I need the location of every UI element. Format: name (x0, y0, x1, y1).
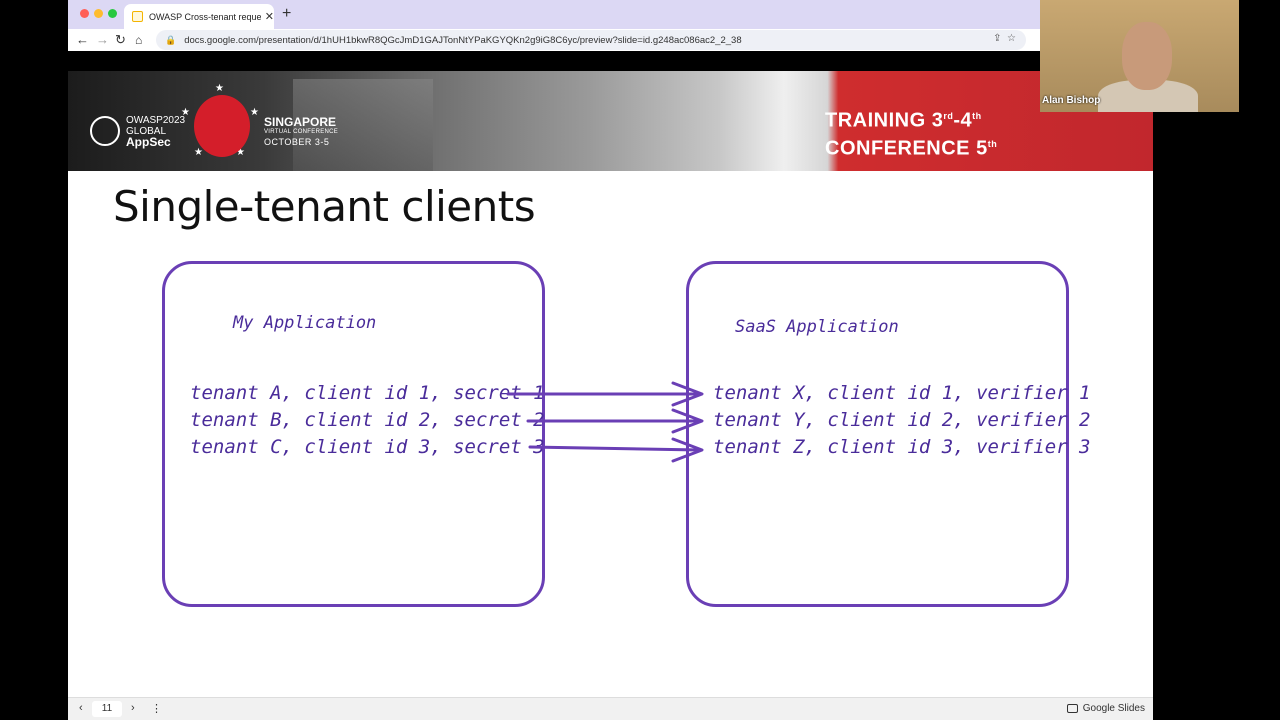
slides-favicon-icon (132, 11, 143, 22)
page-number-box[interactable]: 11 (92, 701, 122, 717)
zoom-window-button[interactable] (108, 9, 117, 18)
left-row: tenant A, client id 1, secret 1 (190, 382, 545, 404)
city-name: SINGAPORE (264, 115, 337, 129)
training-prefix: TRAINING 3 (825, 109, 944, 132)
arrow-line (528, 445, 702, 452)
star-icon: ★ (215, 83, 224, 94)
connection-arrows (506, 381, 704, 463)
speaker-head (1122, 22, 1172, 90)
back-icon[interactable]: ← (76, 32, 89, 47)
more-options-icon[interactable]: ⋮ (151, 703, 162, 715)
reload-icon[interactable]: ↻ (115, 32, 126, 47)
tab-owasp[interactable]: OWASP Cross-tenant request ✕ (124, 4, 274, 29)
left-row: tenant C, client id 3, secret 3 (190, 436, 545, 458)
slide: OWASP2023 GLOBAL AppSec ★ ★ ★ ★ ★ SINGAP… (68, 71, 1153, 680)
url-input[interactable]: 🔒 docs.google.com/presentation/d/1hUH1bk… (156, 30, 1026, 50)
star-icon: ★ (236, 147, 245, 158)
training-sup1: rd (943, 111, 954, 121)
browser-window: OWASP Cross-tenant request ✕ + ← → ↻ ⌂ 🔒… (68, 0, 1153, 720)
close-window-button[interactable] (80, 9, 89, 18)
conference-banner: OWASP2023 GLOBAL AppSec ★ ★ ★ ★ ★ SINGAP… (68, 71, 1153, 171)
right-row: tenant Z, client id 3, verifier 3 (713, 436, 1091, 458)
slide-title: Single-tenant clients (113, 182, 536, 231)
viewer-top-band (68, 51, 1153, 71)
virtual-conference: VIRTUAL CONFERENCE (264, 129, 339, 135)
minimize-window-button[interactable] (94, 9, 103, 18)
google-slides-label: Google Slides (1082, 703, 1145, 714)
star-icon: ★ (181, 107, 190, 118)
tab-bar: OWASP Cross-tenant request ✕ + (68, 0, 1153, 29)
city-skyline-image (293, 79, 433, 171)
saas-application-box (686, 261, 1069, 607)
saas-application-label: SaaS Application (735, 317, 899, 337)
google-slides-link[interactable]: Google Slides (1066, 703, 1145, 714)
owasp-logo-text: OWASP2023 GLOBAL AppSec (126, 115, 185, 148)
slides-toolbar: ‹ 11 › ⋮ Google Slides (68, 697, 1153, 720)
merlion-logo-icon (194, 95, 250, 157)
arrow-head (671, 381, 704, 407)
close-tab-icon[interactable]: ✕ (264, 11, 274, 23)
singapore-text-block: SINGAPORE VIRTUAL CONFERENCE OCTOBER 3-5 (264, 115, 338, 147)
global-text: GLOBAL (126, 126, 167, 137)
previous-slide-icon[interactable]: ‹ (79, 702, 83, 714)
next-slide-icon[interactable]: › (131, 702, 135, 714)
training-sup2: th (972, 111, 982, 121)
new-tab-icon[interactable]: + (282, 5, 292, 22)
owasp-logo-icon (90, 116, 120, 146)
arrow-head (671, 437, 704, 463)
star-icon: ★ (194, 147, 203, 158)
home-icon[interactable]: ⌂ (135, 33, 143, 47)
appsec-text: AppSec (126, 135, 171, 149)
star-icon: ★ (250, 107, 259, 118)
my-application-label: My Application (233, 313, 377, 333)
address-bar-row: ← → ↻ ⌂ 🔒 docs.google.com/presentation/d… (68, 29, 1153, 51)
owasp-year: OWASP2023 (126, 115, 186, 126)
webcam-overlay: Alan Bishop (1040, 0, 1239, 112)
lock-icon: 🔒 (165, 34, 177, 45)
slides-icon (1066, 704, 1078, 713)
right-row: tenant X, client id 1, verifier 1 (713, 382, 1091, 404)
arrow-head (671, 408, 704, 434)
share-star-icons[interactable]: ⇪ ☆ (993, 33, 1016, 44)
right-row: tenant Y, client id 2, verifier 2 (713, 409, 1091, 431)
url-text: docs.google.com/presentation/d/1hUH1bkwR… (184, 34, 742, 46)
training-conference-dates: TRAINING 3rd-4th CONFERENCE 5th (825, 105, 997, 160)
training-mid: -4 (953, 109, 973, 132)
conference-dates: OCTOBER 3-5 (264, 137, 330, 147)
conference-sup: th (987, 138, 998, 149)
left-row: tenant B, client id 2, secret 2 (190, 409, 545, 431)
forward-icon[interactable]: → (96, 32, 109, 47)
speaker-name: Alan Bishop (1042, 95, 1101, 106)
conference-prefix: CONFERENCE 5 (825, 137, 988, 160)
my-application-box (162, 261, 545, 607)
tab-title: OWASP Cross-tenant request (148, 11, 261, 22)
